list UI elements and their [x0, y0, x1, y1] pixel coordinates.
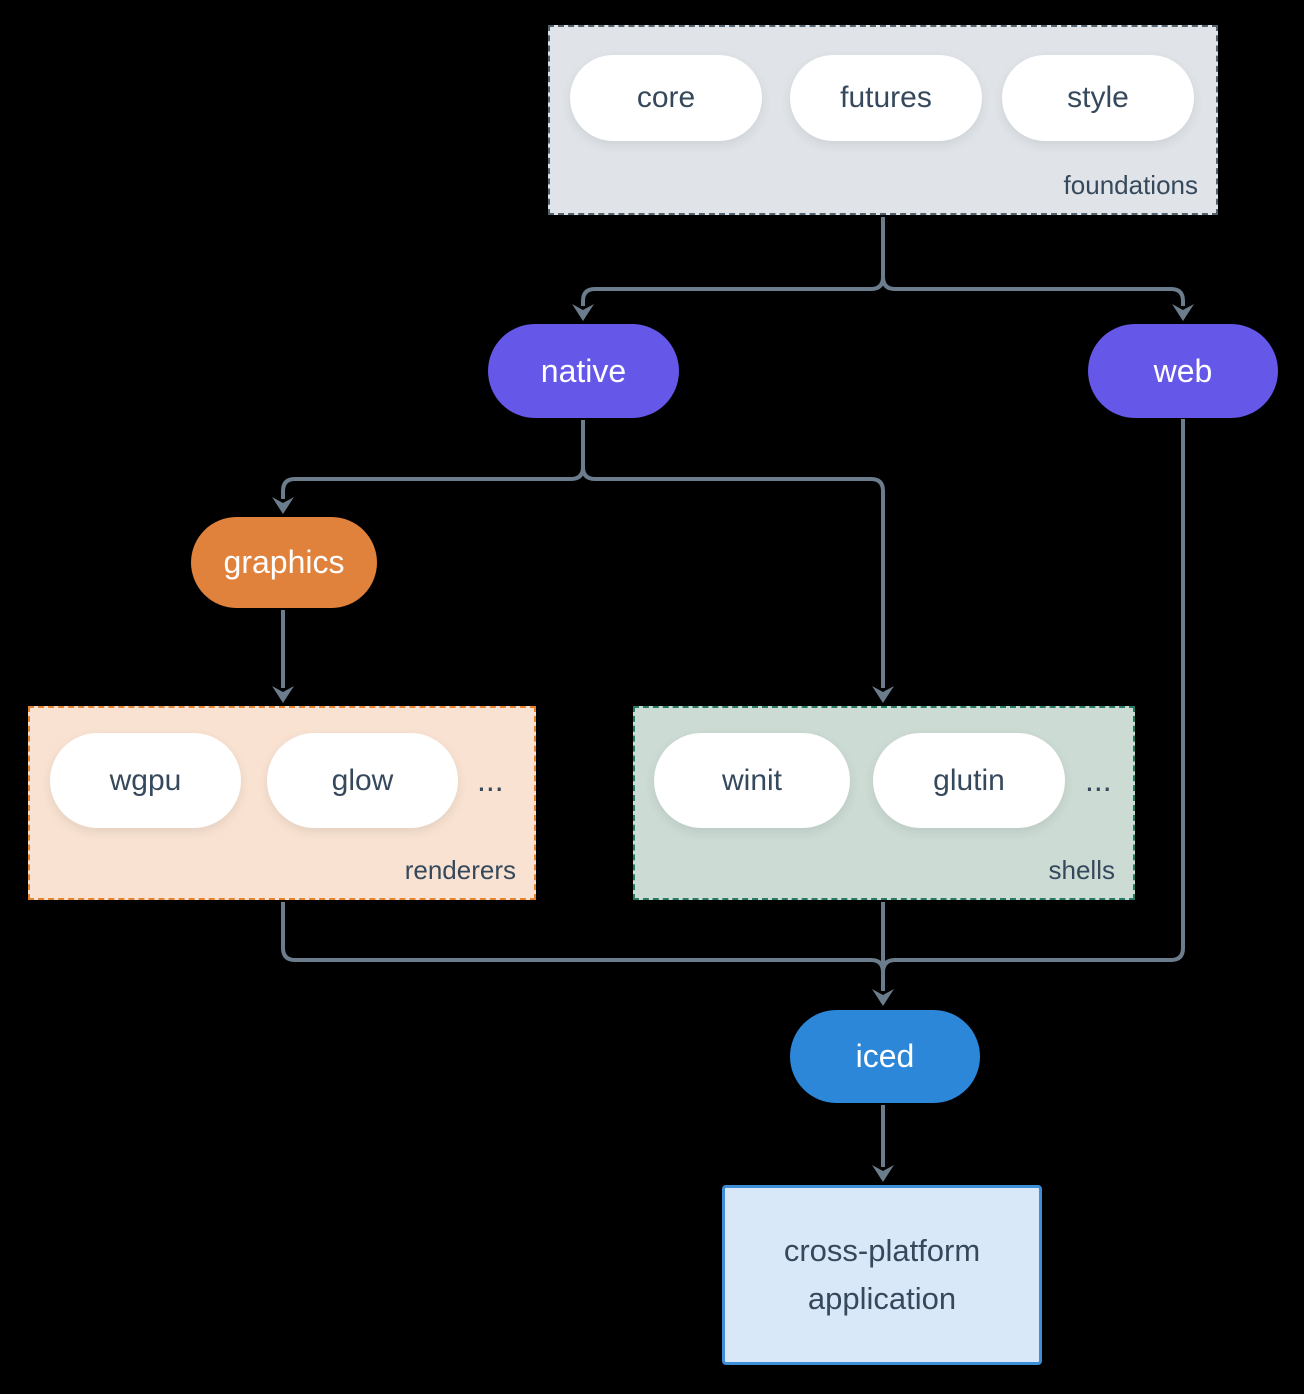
edge-renderers-to-merge [281, 902, 885, 973]
group-foundations-label: foundations [1063, 170, 1198, 200]
arrowhead-web [1172, 304, 1194, 321]
arrowhead-application [872, 1165, 894, 1182]
edge-foundations-to-web [881, 276, 1185, 306]
shells-ellipsis: ... [1085, 762, 1112, 798]
edge-foundations-to-native [581, 276, 885, 306]
node-futures: futures [790, 55, 982, 141]
node-glow: glow [267, 733, 458, 828]
node-graphics: graphics [191, 517, 377, 608]
arrowhead-shells [872, 686, 894, 703]
arrowhead-native [572, 304, 594, 321]
node-web: web [1088, 324, 1278, 418]
edge-native-to-graphics [281, 466, 585, 499]
arrowhead-iced [872, 989, 894, 1006]
node-glutin: glutin [873, 733, 1065, 828]
group-renderers-label: renderers [404, 855, 516, 885]
application-label-line1: cross-platform [783, 1232, 981, 1268]
node-iced: iced [790, 1010, 980, 1103]
renderers-ellipsis: ... [477, 762, 504, 798]
node-core: core [570, 55, 762, 141]
arrowhead-graphics [272, 497, 294, 514]
arrowhead-renderers [272, 686, 294, 703]
edge-native-to-shells [581, 466, 885, 688]
node-wgpu: wgpu [50, 733, 241, 828]
node-winit: winit [654, 733, 850, 828]
application-label-line2: application [807, 1281, 957, 1316]
group-shells-label: shells [1048, 855, 1115, 885]
node-application: cross-platform application [722, 1185, 1042, 1365]
node-style: style [1002, 55, 1194, 141]
node-native: native [488, 324, 679, 418]
